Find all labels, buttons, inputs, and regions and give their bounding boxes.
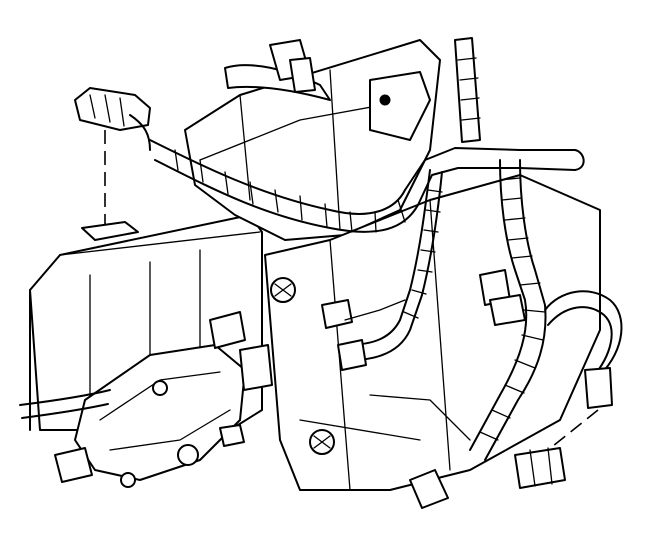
switch-mount-tab xyxy=(54,447,93,483)
wire-harness-right xyxy=(409,159,547,509)
connector-top-left xyxy=(74,87,151,241)
sensor-block xyxy=(369,71,431,141)
lower-housing xyxy=(264,174,601,491)
connector-small xyxy=(321,299,353,329)
connector-end xyxy=(409,469,449,509)
tube-vertical xyxy=(454,37,481,143)
hose-top xyxy=(224,37,481,143)
connector-plug xyxy=(489,294,526,326)
switch-connector xyxy=(239,344,273,391)
wire-loop-right xyxy=(544,290,623,451)
connector-small xyxy=(337,339,367,371)
wire-harness-main xyxy=(149,139,585,233)
sensor-connector xyxy=(584,367,613,409)
neutral-safety-switch xyxy=(19,311,273,488)
wire-harness-middle xyxy=(321,169,443,371)
connector-receptacle xyxy=(81,221,139,241)
shift-lever-nut xyxy=(514,447,566,489)
switch-connector xyxy=(209,311,246,349)
